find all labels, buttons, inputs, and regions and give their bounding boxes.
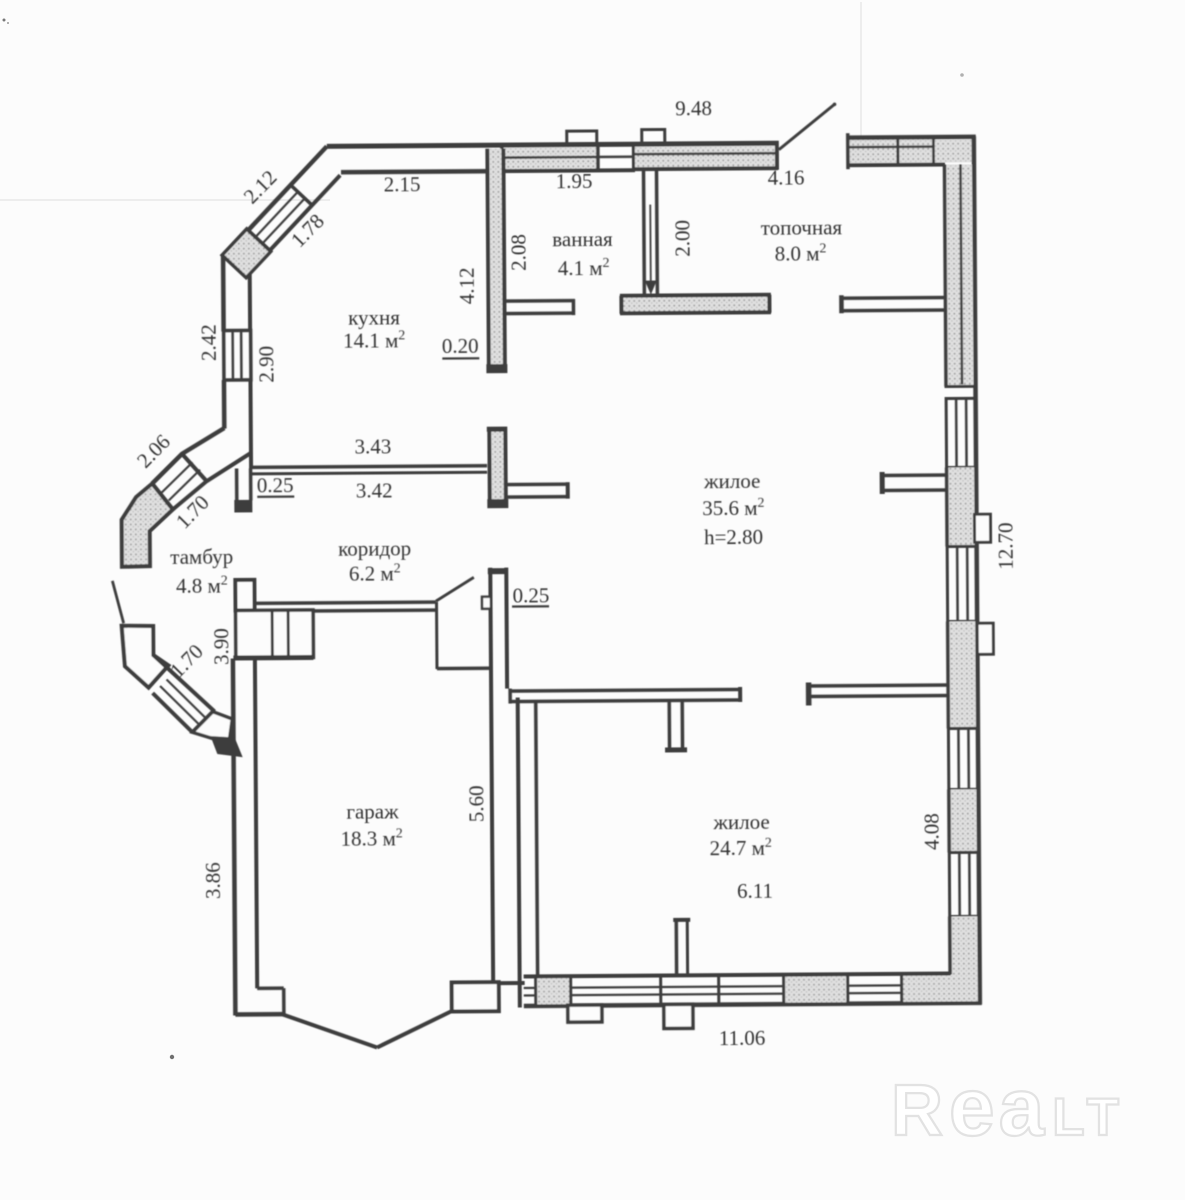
svg-text:0.25: 0.25 [257,473,294,497]
svg-text:24.7 м2: 24.7 м2 [710,836,772,860]
svg-text:3.43: 3.43 [354,434,391,458]
svg-text:6.2 м2: 6.2 м2 [349,561,401,585]
svg-text:8.0 м2: 8.0 м2 [775,241,827,265]
svg-text:6.11: 6.11 [737,879,773,903]
svg-text:4.16: 4.16 [768,166,805,190]
svg-text:9.48: 9.48 [675,96,712,120]
svg-text:4.08: 4.08 [919,813,943,850]
svg-text:35.6 м2: 35.6 м2 [702,496,764,520]
svg-text:4.12: 4.12 [455,267,479,304]
svg-text:кухня: кухня [348,305,400,329]
svg-text:0.25: 0.25 [513,583,550,607]
svg-text:2.42: 2.42 [197,324,221,361]
svg-text:5.60: 5.60 [464,785,488,822]
svg-text:1.95: 1.95 [556,169,593,193]
svg-text:3.42: 3.42 [356,478,393,502]
svg-text:жилое: жилое [703,469,760,493]
svg-text:12.70: 12.70 [993,522,1017,569]
svg-text:4.8 м2: 4.8 м2 [176,574,228,598]
svg-text:2.08: 2.08 [506,234,530,271]
svg-text:h=2.80: h=2.80 [704,525,763,549]
svg-text:топочная: топочная [761,215,843,240]
svg-text:2.00: 2.00 [670,220,694,257]
svg-text:4.1 м2: 4.1 м2 [558,256,610,280]
svg-text:гараж: гараж [346,799,399,823]
svg-text:тамбур: тамбур [170,545,233,569]
svg-text:11.06: 11.06 [719,1026,766,1050]
svg-text:3.86: 3.86 [201,862,225,899]
svg-text:2.15: 2.15 [384,172,421,196]
svg-text:жилое: жилое [712,810,769,834]
svg-text:3.90: 3.90 [209,628,233,665]
svg-text:2.90: 2.90 [254,346,278,383]
svg-text:коридор: коридор [338,536,411,561]
svg-text:14.1 м2: 14.1 м2 [343,328,405,352]
svg-text:ванная: ванная [552,227,613,251]
svg-text:0.20: 0.20 [442,334,479,358]
svg-text:18.3 м2: 18.3 м2 [340,826,402,850]
